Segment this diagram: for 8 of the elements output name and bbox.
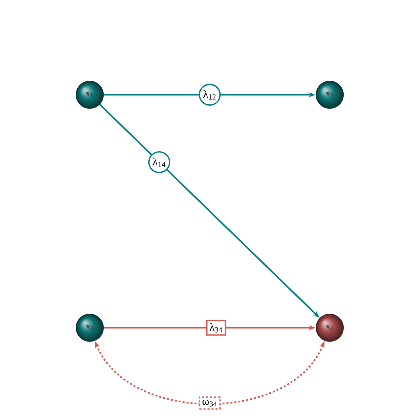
sphere-node: x$_{3}$ [76, 314, 104, 342]
edge-label: λ$_{14}$ [148, 151, 170, 174]
sphere-node: x$_{2}$ [316, 81, 344, 109]
edge-label: ω$_{34}$ [199, 396, 221, 410]
edge-label: λ$_{12}$ [199, 84, 221, 106]
sphere-node: x$_{1}$ [76, 81, 104, 109]
sphere-node: x$_{4}$ [316, 314, 344, 342]
edge-label: λ$_{34}$ [206, 320, 226, 336]
